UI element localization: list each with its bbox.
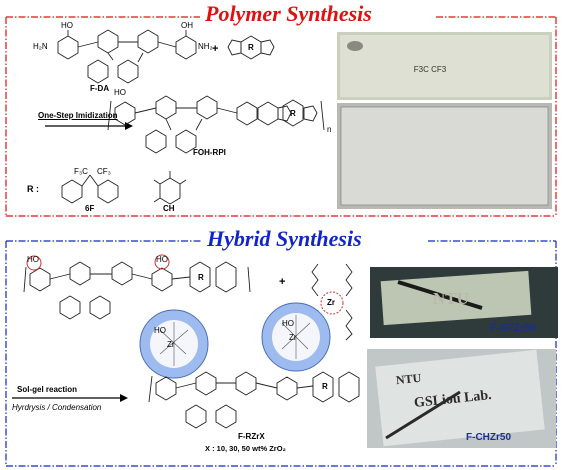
polymer-plus-sign: + <box>212 43 219 55</box>
r-option-ch-structure <box>153 171 187 205</box>
hybrid-synthesis-title: Hybrid Synthesis <box>207 226 362 251</box>
highlight-hydroxy-left <box>26 255 42 271</box>
ring <box>57 35 79 60</box>
ring <box>137 29 159 54</box>
ring <box>117 59 139 84</box>
zirconium-center-label: Zr <box>327 298 335 307</box>
ring <box>175 35 197 60</box>
f-rzrx-label: F-RZrX <box>238 432 265 441</box>
svg-text:F3C CF3: F3C CF3 <box>414 65 447 74</box>
hybrid-hydroxy-left: HO <box>27 255 39 264</box>
ring <box>87 59 109 84</box>
hybrid-r-group: R <box>198 273 204 282</box>
hydroxy-label-right: OH <box>181 21 193 30</box>
polymer-synthesis-title: Polymer Synthesis <box>205 1 372 26</box>
photo-6fzr50-label: F-6FZr50 <box>490 322 537 334</box>
r-option-ch-label: CH <box>163 204 175 213</box>
photo-foh-ch-film <box>337 103 552 209</box>
hybrid-product-structure <box>148 371 374 429</box>
r-option-6f-structure <box>61 174 119 204</box>
photo-f-6fzr50 <box>370 267 558 338</box>
r-6f-cf3-label: F₃C <box>74 167 88 176</box>
r-6f-cf3-label-right: CF₃ <box>97 167 111 176</box>
zro2-cluster-right <box>261 302 331 372</box>
f-da-label: F-DA <box>90 84 110 93</box>
amine-label-left: H₂N <box>33 42 48 51</box>
dianhydride-structure <box>227 35 275 60</box>
foh-rpi-label: FOH-RPI <box>193 148 226 157</box>
one-step-imidization-label: One-Step Imidization <box>38 111 118 120</box>
ring <box>97 29 119 54</box>
photo-chzr50-label: F-CHZr50 <box>466 432 512 443</box>
diamine-structure <box>57 29 197 84</box>
sol-gel-arrow-head <box>120 394 128 402</box>
cluster-right-ho: HO <box>282 319 294 328</box>
zirconium-highlight-circle <box>320 291 344 315</box>
photo-f-chzr50 <box>367 349 556 448</box>
film-text-ntu-1: NTU <box>433 289 469 308</box>
imidization-arrow-head <box>125 122 133 130</box>
r-legend-label: R : <box>27 184 39 194</box>
dianhydride-r-group: R <box>248 43 254 52</box>
film-text-ntu-2: NTU <box>395 370 422 388</box>
hydroxy-label-left: HO <box>61 21 73 30</box>
r-option-6f-label: 6F <box>85 204 95 213</box>
hybrid-plus-sign: + <box>279 276 286 288</box>
cluster-left-zr: Zr <box>167 340 175 349</box>
zro2-cluster-left <box>139 309 209 379</box>
product-hydroxy-label: HO <box>114 88 126 97</box>
photo-foh-6f-film: F3C CF3 <box>337 32 552 100</box>
hybrid-product-r-group: R <box>322 382 328 391</box>
product-r-group: R <box>290 109 296 118</box>
product-repeat-n: n <box>327 125 332 134</box>
hybrid-hydroxy-right: HO <box>156 255 168 264</box>
amine-label-right: NH₂ <box>198 42 213 51</box>
sol-gel-label: Sol-gel reaction <box>17 385 78 394</box>
hydroxy-polyimide-structure <box>23 261 251 320</box>
zro2-loading-note: X : 10, 30, 50 wt% ZrO₂ <box>205 444 286 453</box>
foh-rpi-structure <box>107 95 325 154</box>
cluster-right-zr: Zr <box>289 333 297 342</box>
hydrolysis-condensation-label: Hyrdrysis / Condensation <box>12 403 102 412</box>
highlight-hydroxy-right <box>154 254 170 270</box>
cluster-left-ho: HO <box>154 326 166 335</box>
